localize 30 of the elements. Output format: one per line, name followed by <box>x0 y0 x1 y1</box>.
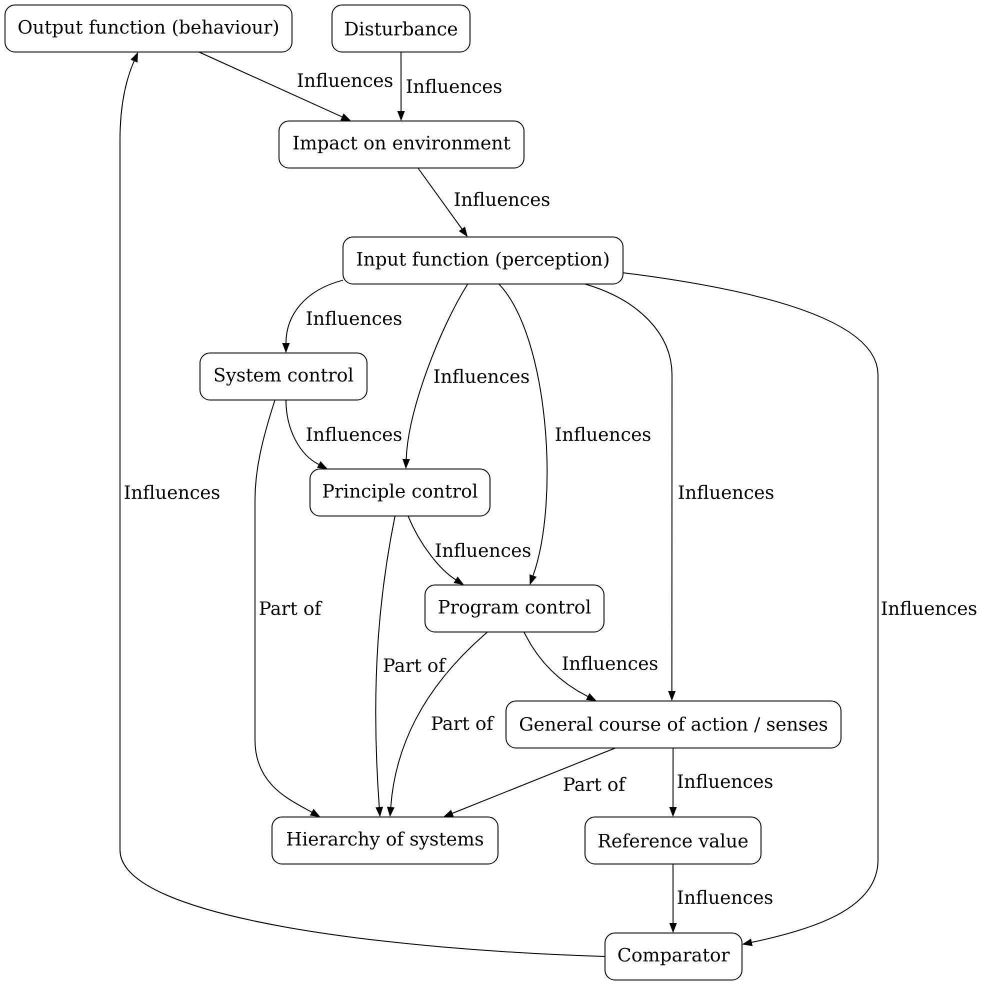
process-box: Impact on environment <box>278 120 524 168</box>
edge-label: Influences <box>122 484 222 500</box>
edge-label: Part of <box>257 600 323 616</box>
edge-label: Influences <box>295 72 395 88</box>
edge-label: Influences <box>452 190 552 208</box>
edge-label: Part of <box>381 656 447 674</box>
edge-label: Part of <box>429 714 495 732</box>
process-box: Principle control <box>310 468 490 516</box>
process-box: Output function (behaviour) <box>4 4 292 52</box>
edge-label: Influences <box>304 426 404 442</box>
edge-label: Influences <box>676 484 776 500</box>
process-box: System control <box>200 352 368 400</box>
process-box: Hierarchy of systems <box>272 816 498 864</box>
process-box: Input function (perception) <box>342 236 624 284</box>
edge-label: Influences <box>560 654 660 672</box>
edge-label: Influences <box>432 368 532 384</box>
process-box: Program control <box>424 584 604 632</box>
edge-label: Influences <box>675 772 775 790</box>
edge-label: Influences <box>304 310 404 326</box>
edge-label: Part of <box>561 776 627 792</box>
process-box: Comparator <box>604 932 743 980</box>
edge-label: Influences <box>675 888 775 906</box>
edge-label: Influences <box>553 426 653 442</box>
process-box: Reference value <box>584 816 762 864</box>
edge-label: Influences <box>879 600 979 616</box>
edge-label: Influences <box>433 542 533 558</box>
arrow <box>622 272 878 946</box>
process-box: General course of action / senses <box>506 700 842 748</box>
process-box: Disturbance <box>332 4 470 52</box>
edge-label: Influences <box>404 78 504 94</box>
